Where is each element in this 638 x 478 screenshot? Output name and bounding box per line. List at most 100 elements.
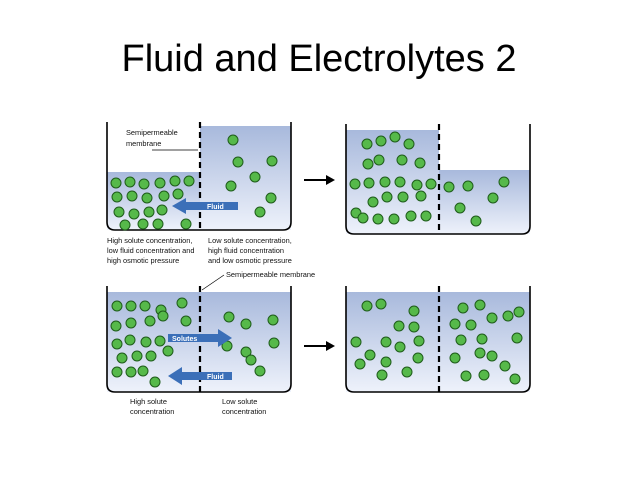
solute-particle bbox=[465, 319, 477, 331]
solute-particle bbox=[110, 320, 122, 332]
solute-particle bbox=[143, 206, 155, 218]
solute-particle bbox=[376, 369, 388, 381]
particles-top-right bbox=[349, 131, 510, 227]
solute-particle bbox=[116, 352, 128, 364]
solute-particle bbox=[149, 376, 161, 388]
solute-particle bbox=[172, 188, 184, 200]
solute-particle bbox=[180, 315, 192, 327]
solute-particle bbox=[128, 208, 140, 220]
water-right bbox=[439, 170, 530, 234]
solute-particle bbox=[502, 310, 514, 322]
solute-particle bbox=[125, 300, 137, 312]
solute-particle bbox=[380, 336, 392, 348]
solute-particle bbox=[125, 366, 137, 378]
bottom-left-caption-2: concentration bbox=[130, 407, 174, 416]
solute-particle bbox=[254, 206, 266, 218]
solute-particle bbox=[240, 318, 252, 330]
solute-particle bbox=[396, 154, 408, 166]
solute-particle bbox=[119, 219, 131, 231]
solute-particle bbox=[169, 175, 181, 187]
solute-particle bbox=[111, 338, 123, 350]
solute-particle bbox=[245, 354, 257, 366]
solute-particle bbox=[162, 345, 174, 357]
solute-particle bbox=[487, 192, 499, 204]
beaker-outline bbox=[345, 124, 531, 235]
solute-particle bbox=[470, 215, 482, 227]
fluid-arrow bbox=[168, 367, 232, 385]
solute-particle bbox=[381, 191, 393, 203]
solute-particle bbox=[361, 138, 373, 150]
solute-particle bbox=[254, 365, 266, 377]
solute-particle bbox=[486, 312, 498, 324]
solute-particle bbox=[126, 190, 138, 202]
top-right-caption-1: Low solute concentration, bbox=[208, 236, 292, 245]
solute-particle bbox=[154, 335, 166, 347]
solute-particle bbox=[408, 321, 420, 333]
solute-particle bbox=[443, 181, 455, 193]
solute-particle bbox=[144, 315, 156, 327]
solute-particle bbox=[363, 177, 375, 189]
solute-particle bbox=[138, 178, 150, 190]
solute-particle bbox=[357, 212, 369, 224]
solute-particle bbox=[145, 350, 157, 362]
solute-particle bbox=[367, 196, 379, 208]
solute-particle bbox=[349, 178, 361, 190]
solute-particle bbox=[176, 297, 188, 309]
solute-particle bbox=[389, 131, 401, 143]
solute-particle bbox=[268, 337, 280, 349]
solute-particle bbox=[137, 218, 149, 230]
solute-particle bbox=[125, 317, 137, 329]
solute-particle bbox=[388, 213, 400, 225]
solute-particle bbox=[180, 218, 192, 230]
solute-particle bbox=[139, 300, 151, 312]
solute-particle bbox=[131, 350, 143, 362]
solute-particle bbox=[223, 311, 235, 323]
fluid-arrow-label: Fluid bbox=[207, 204, 224, 211]
solute-particle bbox=[476, 333, 488, 345]
solute-particle bbox=[413, 335, 425, 347]
water-right bbox=[200, 126, 291, 230]
particles-bottom-right bbox=[350, 298, 525, 385]
solute-particle bbox=[140, 336, 152, 348]
solutes-arrow-label: Solutes bbox=[172, 336, 197, 343]
solute-particle bbox=[511, 332, 523, 344]
top-right-caption-2: high fluid concentration bbox=[208, 246, 284, 255]
solute-particle bbox=[157, 310, 169, 322]
beaker-outline bbox=[106, 122, 292, 231]
solute-particle bbox=[372, 213, 384, 225]
solutes-arrow bbox=[168, 329, 232, 347]
solute-particle bbox=[474, 347, 486, 359]
membrane-label-line2: membrane bbox=[126, 139, 161, 148]
solute-particle bbox=[249, 171, 261, 183]
solute-particle bbox=[373, 154, 385, 166]
particles-top-left bbox=[110, 134, 278, 231]
solute-particle bbox=[183, 175, 195, 187]
solute-particle bbox=[405, 210, 417, 222]
solute-particle bbox=[137, 365, 149, 377]
solute-particle bbox=[267, 314, 279, 326]
solute-particle bbox=[513, 306, 525, 318]
solute-particle bbox=[455, 334, 467, 346]
solute-particle bbox=[141, 192, 153, 204]
solute-particle bbox=[486, 350, 498, 362]
fluid-arrow bbox=[172, 198, 238, 214]
slide-title: Fluid and Electrolytes 2 bbox=[121, 38, 517, 80]
solute-particle bbox=[460, 370, 472, 382]
beaker-top-left bbox=[106, 122, 292, 231]
solute-particle bbox=[457, 302, 469, 314]
solute-particle bbox=[350, 336, 362, 348]
solute-particle bbox=[379, 176, 391, 188]
top-left-caption-2: low fluid concentration and bbox=[107, 246, 195, 255]
solute-particle bbox=[124, 176, 136, 188]
membrane-label-line1: Semipermeable bbox=[126, 128, 178, 137]
bottom-left-caption-1: High solute bbox=[130, 397, 167, 406]
solute-particle bbox=[462, 180, 474, 192]
top-left-caption-1: High solute concentration, bbox=[107, 236, 192, 245]
result-arrow-top bbox=[304, 175, 335, 185]
solute-particle bbox=[408, 305, 420, 317]
solute-particle bbox=[152, 218, 164, 230]
solute-particle bbox=[158, 190, 170, 202]
solute-particle bbox=[362, 158, 374, 170]
solute-particle bbox=[414, 157, 426, 169]
